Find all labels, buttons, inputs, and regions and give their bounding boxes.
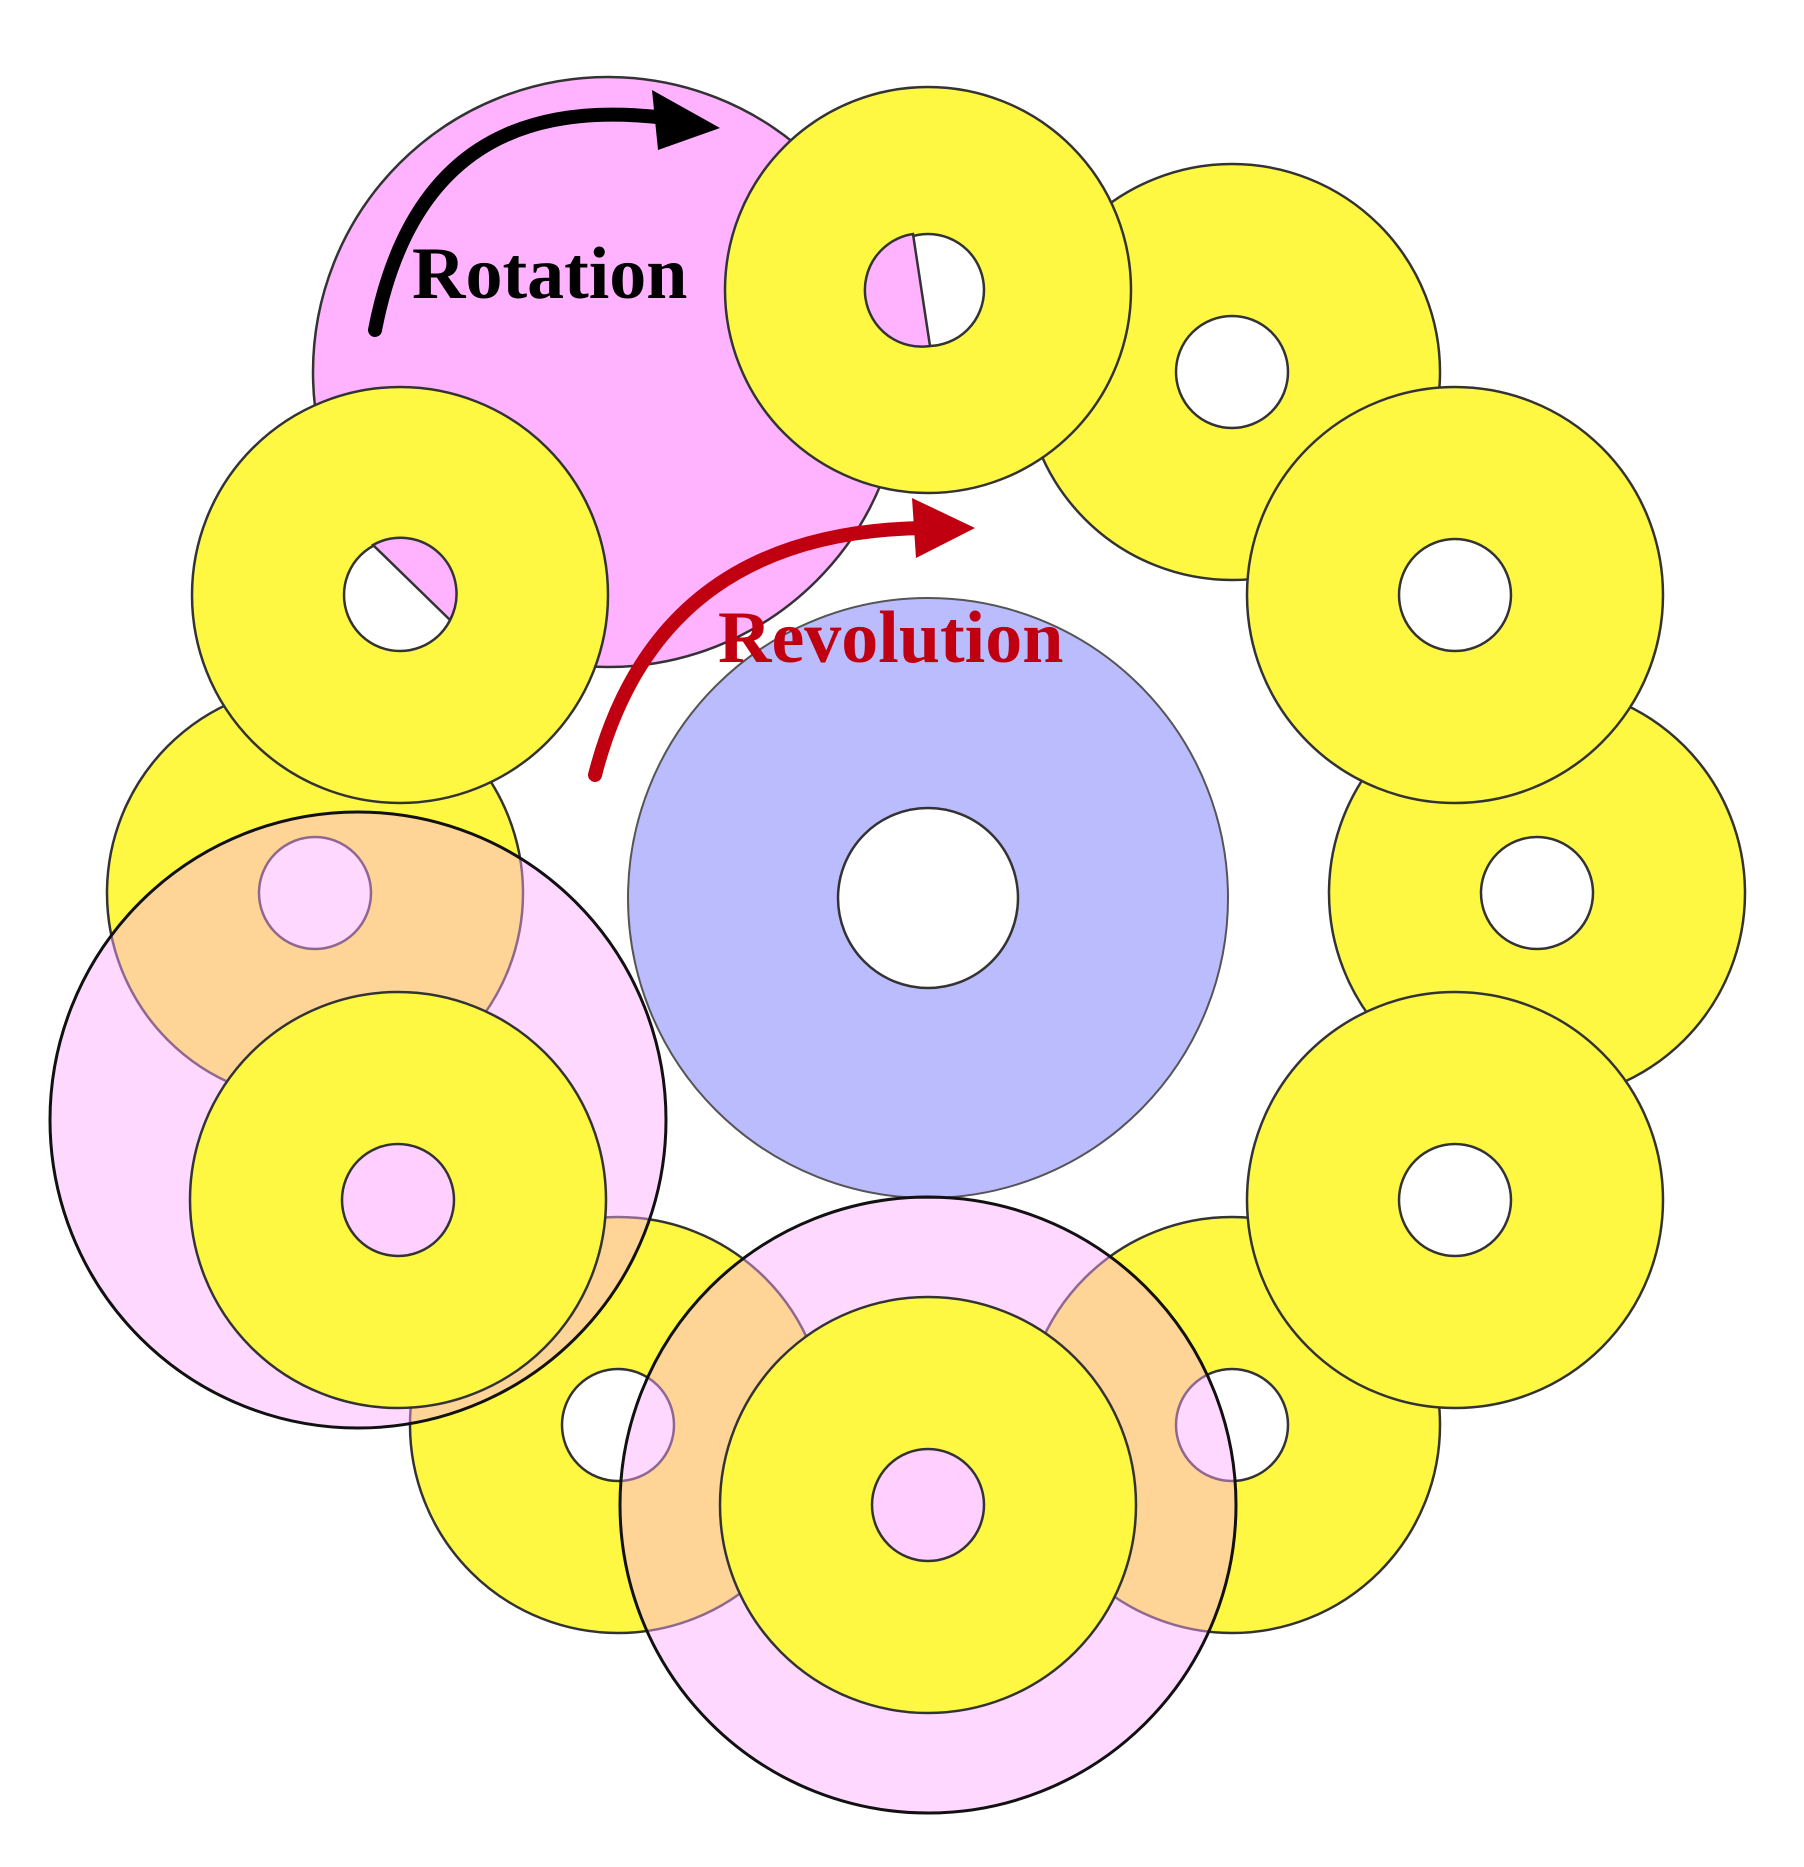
- revolution-arrow: [588, 498, 975, 782]
- carrier-shaft-segment: [370, 536, 458, 623]
- rotation-arrow: [368, 90, 720, 337]
- revolution-label: Revolution: [718, 597, 1063, 679]
- planet-disc: [188, 990, 608, 1410]
- planet-disc: [718, 1295, 1138, 1715]
- rotation-label: Rotation: [412, 233, 687, 315]
- central-sun-disc: [627, 597, 1229, 1199]
- central-hole: [836, 806, 1020, 990]
- planet-disc: [1245, 990, 1665, 1410]
- planet-disc: [1245, 385, 1665, 805]
- carrier-shaft-segment: [863, 232, 932, 348]
- planet-disc: [723, 85, 1133, 495]
- planet-disc: [190, 385, 610, 805]
